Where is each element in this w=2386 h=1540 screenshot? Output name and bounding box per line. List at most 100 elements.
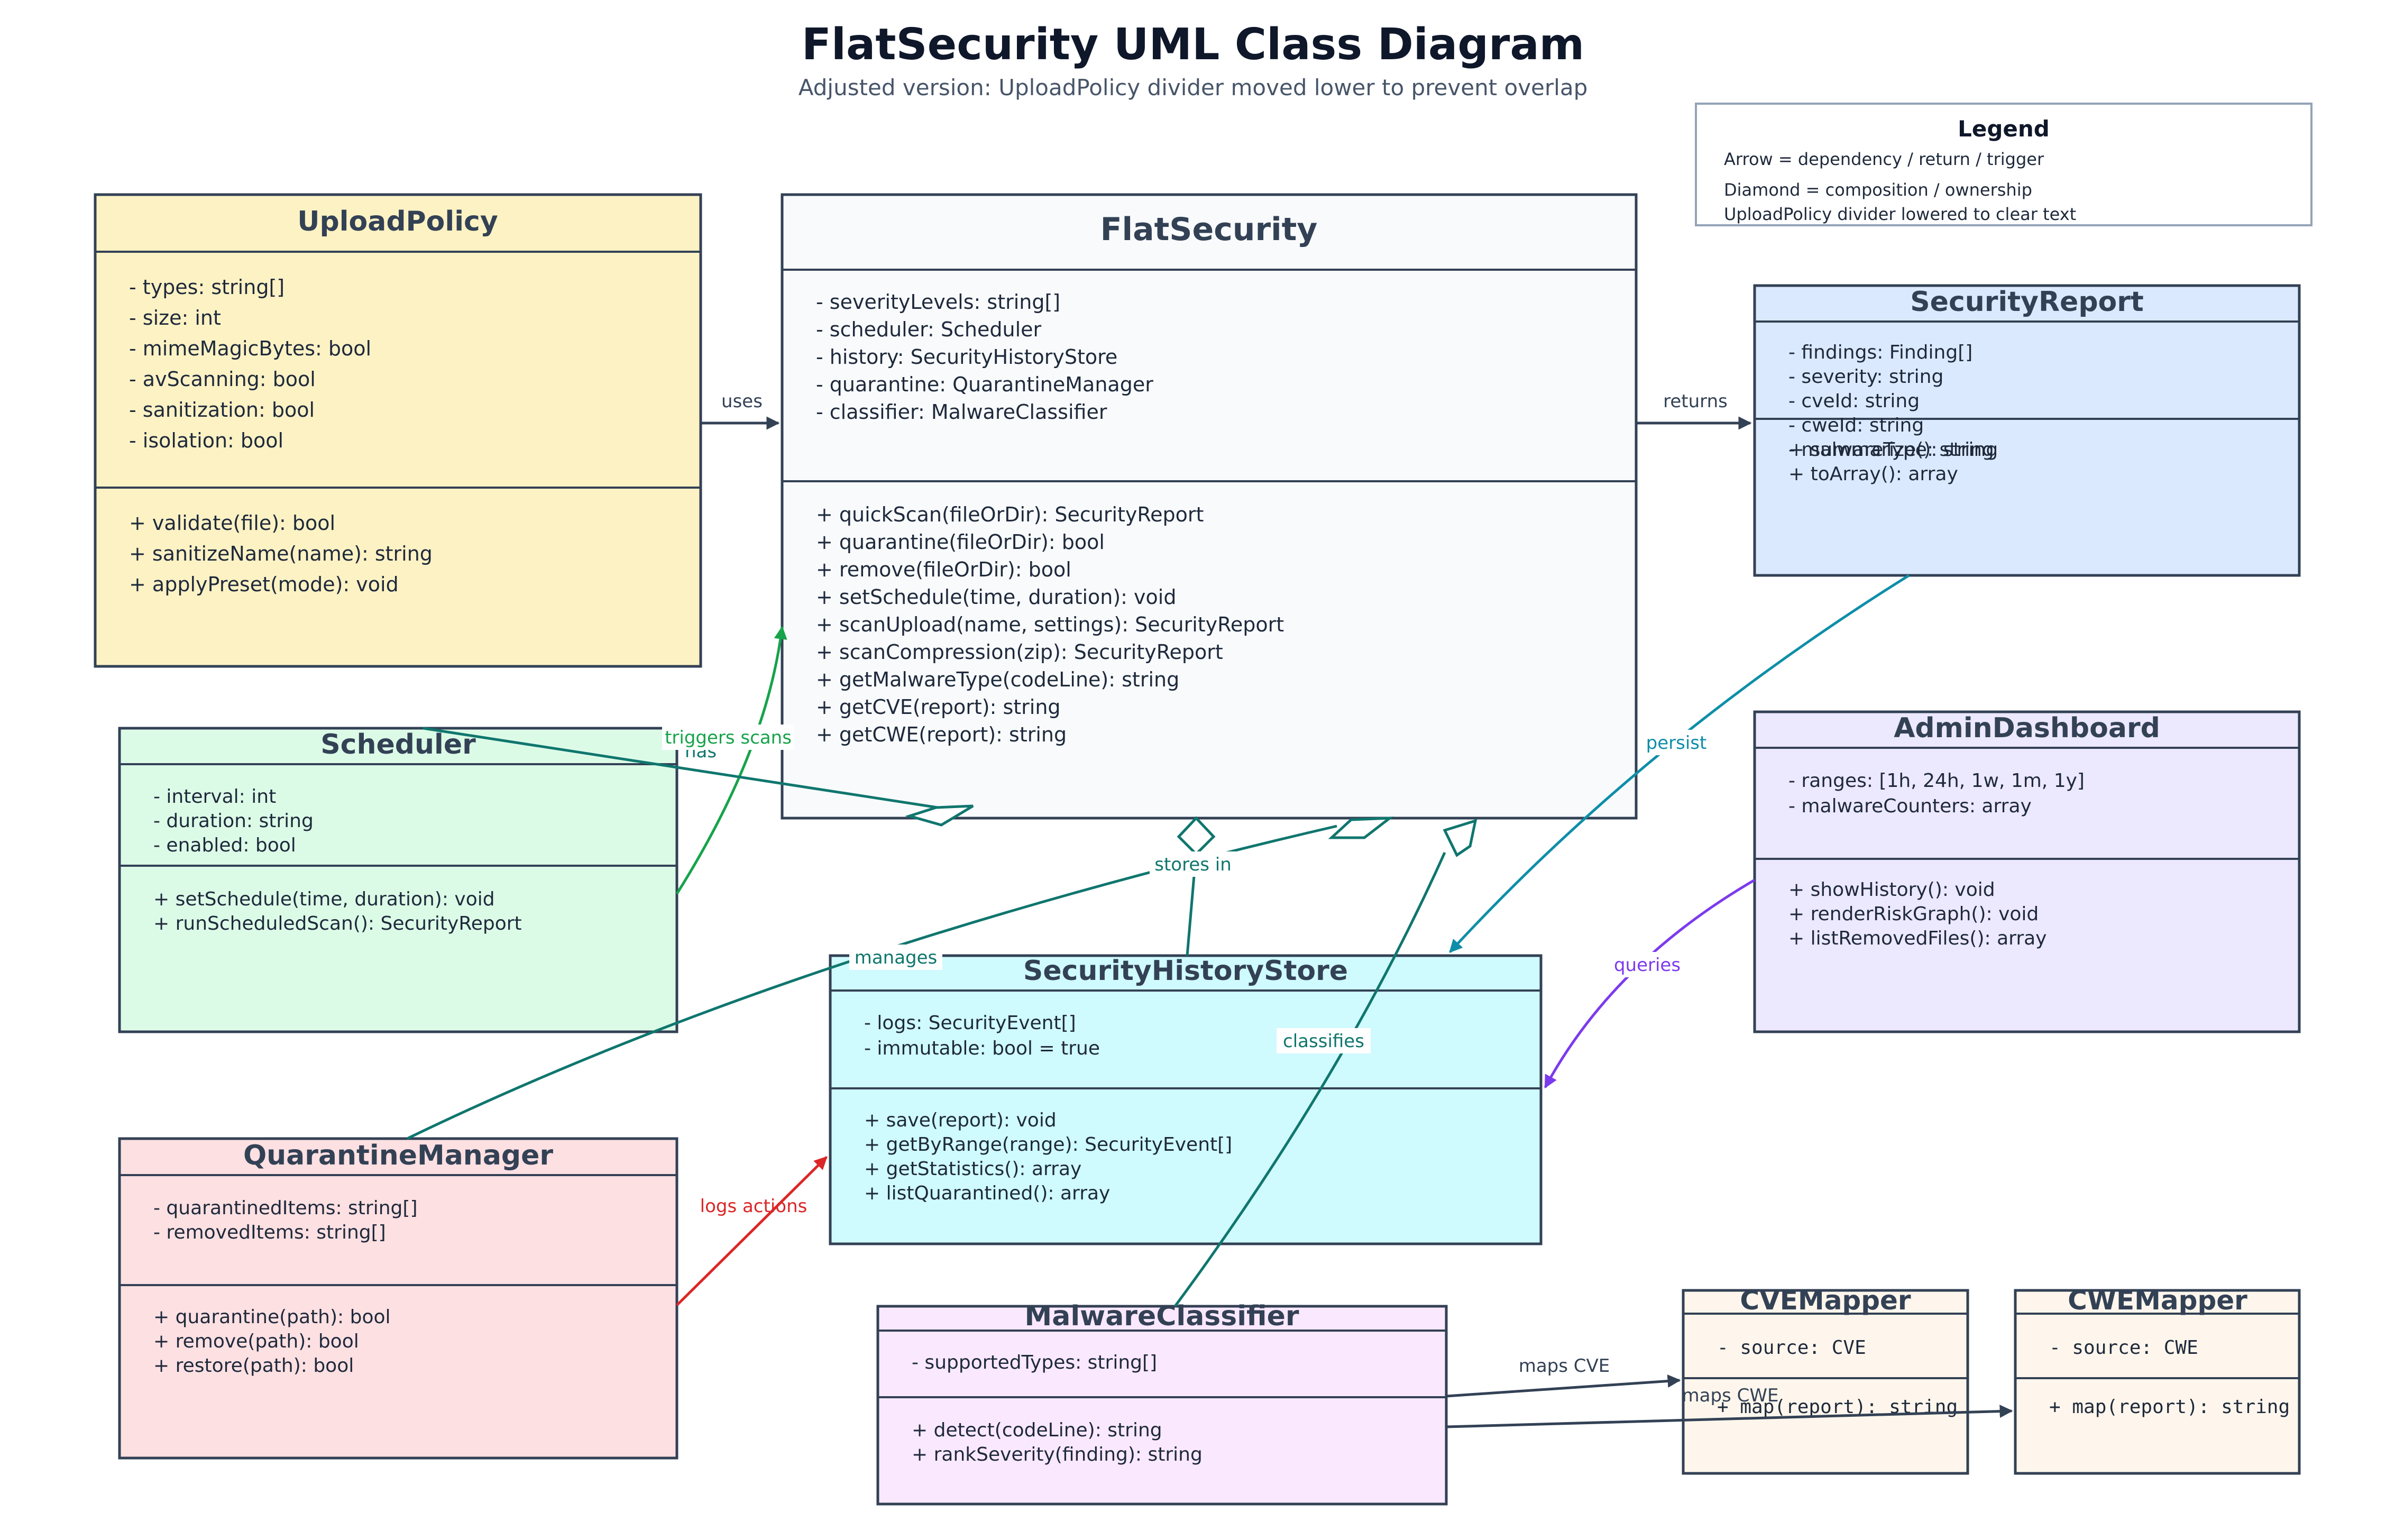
class-scheduler[interactable]: Scheduler - interval: int - duration: st… <box>118 727 678 1033</box>
method: + getMalwareType(codeLine): string <box>816 668 1179 691</box>
method: + remove(path): bool <box>153 1331 359 1352</box>
label-stores-in: stores in <box>1154 854 1232 875</box>
class-quarantine-manager[interactable]: QuarantineManager - quarantinedItems: st… <box>118 1137 678 1460</box>
attribute: - severity: string <box>1788 366 1943 388</box>
class-attributes: - types: string[] - size: int - mimeMagi… <box>129 276 371 452</box>
attribute: - immutable: bool = true <box>864 1038 1100 1059</box>
diagram-title: FlatSecurity UML Class Diagram <box>802 20 1584 70</box>
label-queries: queries <box>1614 955 1681 976</box>
method: + toArray(): array <box>1788 463 1958 485</box>
method: + getCWE(report): string <box>816 723 1067 746</box>
class-name: CVEMapper <box>1740 1285 1911 1316</box>
edge-labels: uses returns has triggers scans persist … <box>662 391 1778 1406</box>
class-attributes: - severityLevels: string[] - scheduler: … <box>816 290 1153 424</box>
label-classifies: classifies <box>1283 1031 1364 1052</box>
edge-classifies <box>1173 851 1446 1307</box>
class-security-history-store[interactable]: SecurityHistoryStore - logs: SecurityEve… <box>829 954 1543 1245</box>
attribute: - size: int <box>129 306 221 329</box>
label-manages: manages <box>855 947 938 968</box>
edge-logs-actions <box>676 1156 828 1306</box>
class-malware-classifier[interactable]: MalwareClassifier - supportedTypes: stri… <box>876 1300 1448 1506</box>
diamond-classifier <box>1443 819 1478 857</box>
class-methods: + quarantine(path): bool + remove(path):… <box>153 1306 391 1377</box>
class-upload-policy[interactable]: UploadPolicy - types: string[] - size: i… <box>94 193 702 668</box>
attribute: - supportedTypes: string[] <box>912 1352 1157 1373</box>
class-flat-security[interactable]: FlatSecurity - severityLevels: string[] … <box>781 193 1638 820</box>
legend-item: UploadPolicy divider lowered to clear te… <box>1724 204 2076 224</box>
attribute: - isolation: bool <box>129 429 283 452</box>
class-name: FlatSecurity <box>1100 211 1318 248</box>
class-attributes: - ranges: [1h, 24h, 1w, 1m, 1y] - malwar… <box>1788 770 2085 817</box>
class-name: UploadPolicy <box>297 206 498 237</box>
class-security-report[interactable]: SecurityReport - findings: Finding[] - s… <box>1753 284 2301 577</box>
attribute: - types: string[] <box>129 276 285 299</box>
label-bg <box>1277 1028 1371 1053</box>
edge-maps-cve <box>1446 1374 1681 1398</box>
method: + map(report): string <box>2049 1396 2290 1418</box>
class-name: SecurityReport <box>1910 286 2144 318</box>
class-name: Scheduler <box>320 729 476 760</box>
attribute: - source: CWE <box>2049 1337 2198 1359</box>
class-cve-mapper[interactable]: CVEMapper - source: CVE + map(report): s… <box>1682 1285 1969 1475</box>
method: + remove(fileOrDir): bool <box>816 558 1071 581</box>
label-bg <box>662 725 794 750</box>
class-name: SecurityHistoryStore <box>1023 955 1348 987</box>
attribute: - removedItems: string[] <box>153 1222 386 1243</box>
label-returns: returns <box>1663 391 1728 412</box>
attribute: - ranges: [1h, 24h, 1w, 1m, 1y] <box>1788 770 2085 792</box>
method: + listRemovedFiles(): array <box>1788 928 2047 949</box>
edge-triggers-scans <box>675 626 787 895</box>
method: + summarize(): string <box>1788 439 1998 461</box>
class-methods: + quickScan(fileOrDir): SecurityReport +… <box>816 503 1284 746</box>
legend-title: Legend <box>1958 116 2050 142</box>
method: + getStatistics(): array <box>864 1158 1081 1180</box>
legend: Legend Arrow = dependency / return / tri… <box>1695 103 2312 226</box>
attribute: - quarantine: QuarantineManager <box>816 373 1153 396</box>
label-uses: uses <box>721 391 763 412</box>
attribute: - malwareCounters: array <box>1788 795 2032 817</box>
class-attributes: - supportedTypes: string[] <box>912 1352 1157 1373</box>
method: + runScheduledScan(): SecurityReport <box>153 913 522 934</box>
class-attributes: - interval: int - duration: string - ena… <box>153 786 314 856</box>
diagram-subtitle: Adjusted version: UploadPolicy divider m… <box>799 75 1587 100</box>
class-methods: + setSchedule(time, duration): void + ru… <box>153 888 522 934</box>
label-logs-actions: logs actions <box>700 1196 807 1217</box>
class-cwe-mapper[interactable]: CWEMapper - source: CWE + map(report): s… <box>2014 1285 2301 1475</box>
diamond-quarantine <box>1328 817 1394 839</box>
method: + rankSeverity(finding): string <box>912 1444 1203 1465</box>
method: + quarantine(path): bool <box>153 1306 391 1328</box>
attribute: - enabled: bool <box>153 835 296 856</box>
edge-maps-cwe <box>1446 1405 2013 1428</box>
method: + getCVE(report): string <box>816 695 1061 719</box>
composition-diamonds <box>905 804 1478 857</box>
method: + sanitizeName(name): string <box>129 542 433 565</box>
label-persist: persist <box>1646 732 1707 754</box>
label-bg <box>1150 851 1236 877</box>
method: + setSchedule(time, duration): void <box>816 585 1176 609</box>
method: + quickScan(fileOrDir): SecurityReport <box>816 503 1204 526</box>
class-attributes: - quarantinedItems: string[] - removedIt… <box>153 1197 417 1243</box>
class-attributes: - findings: Finding[] - severity: string… <box>1788 342 1994 461</box>
method: + getByRange(range): SecurityEvent[] <box>864 1134 1232 1156</box>
method: + validate(file): bool <box>129 511 335 535</box>
label-triggers-scans: triggers scans <box>665 727 792 748</box>
attribute: - logs: SecurityEvent[] <box>864 1012 1076 1034</box>
method: + renderRiskGraph(): void <box>1788 903 2039 925</box>
class-name: MalwareClassifier <box>1025 1300 1299 1332</box>
edge-has <box>423 727 942 810</box>
class-methods: + validate(file): bool + sanitizeName(na… <box>129 511 433 596</box>
attribute: - history: SecurityHistoryStore <box>816 345 1117 369</box>
label-maps-cve: maps CVE <box>1519 1355 1610 1377</box>
attribute: - duration: string <box>153 810 314 832</box>
class-methods: + save(report): void + getByRange(range)… <box>864 1110 1232 1204</box>
class-methods: + summarize(): string + toArray(): array <box>1788 439 1998 485</box>
attribute: - scheduler: Scheduler <box>816 318 1042 341</box>
method: + restore(path): bool <box>153 1355 354 1377</box>
attribute: - findings: Finding[] <box>1788 342 1972 363</box>
class-admin-dashboard[interactable]: AdminDashboard - ranges: [1h, 24h, 1w, 1… <box>1753 710 2301 1033</box>
label-bg <box>849 945 942 970</box>
attribute: - sanitization: bool <box>129 398 315 421</box>
method: + setSchedule(time, duration): void <box>153 888 495 910</box>
method: + applyPreset(mode): void <box>129 573 399 596</box>
